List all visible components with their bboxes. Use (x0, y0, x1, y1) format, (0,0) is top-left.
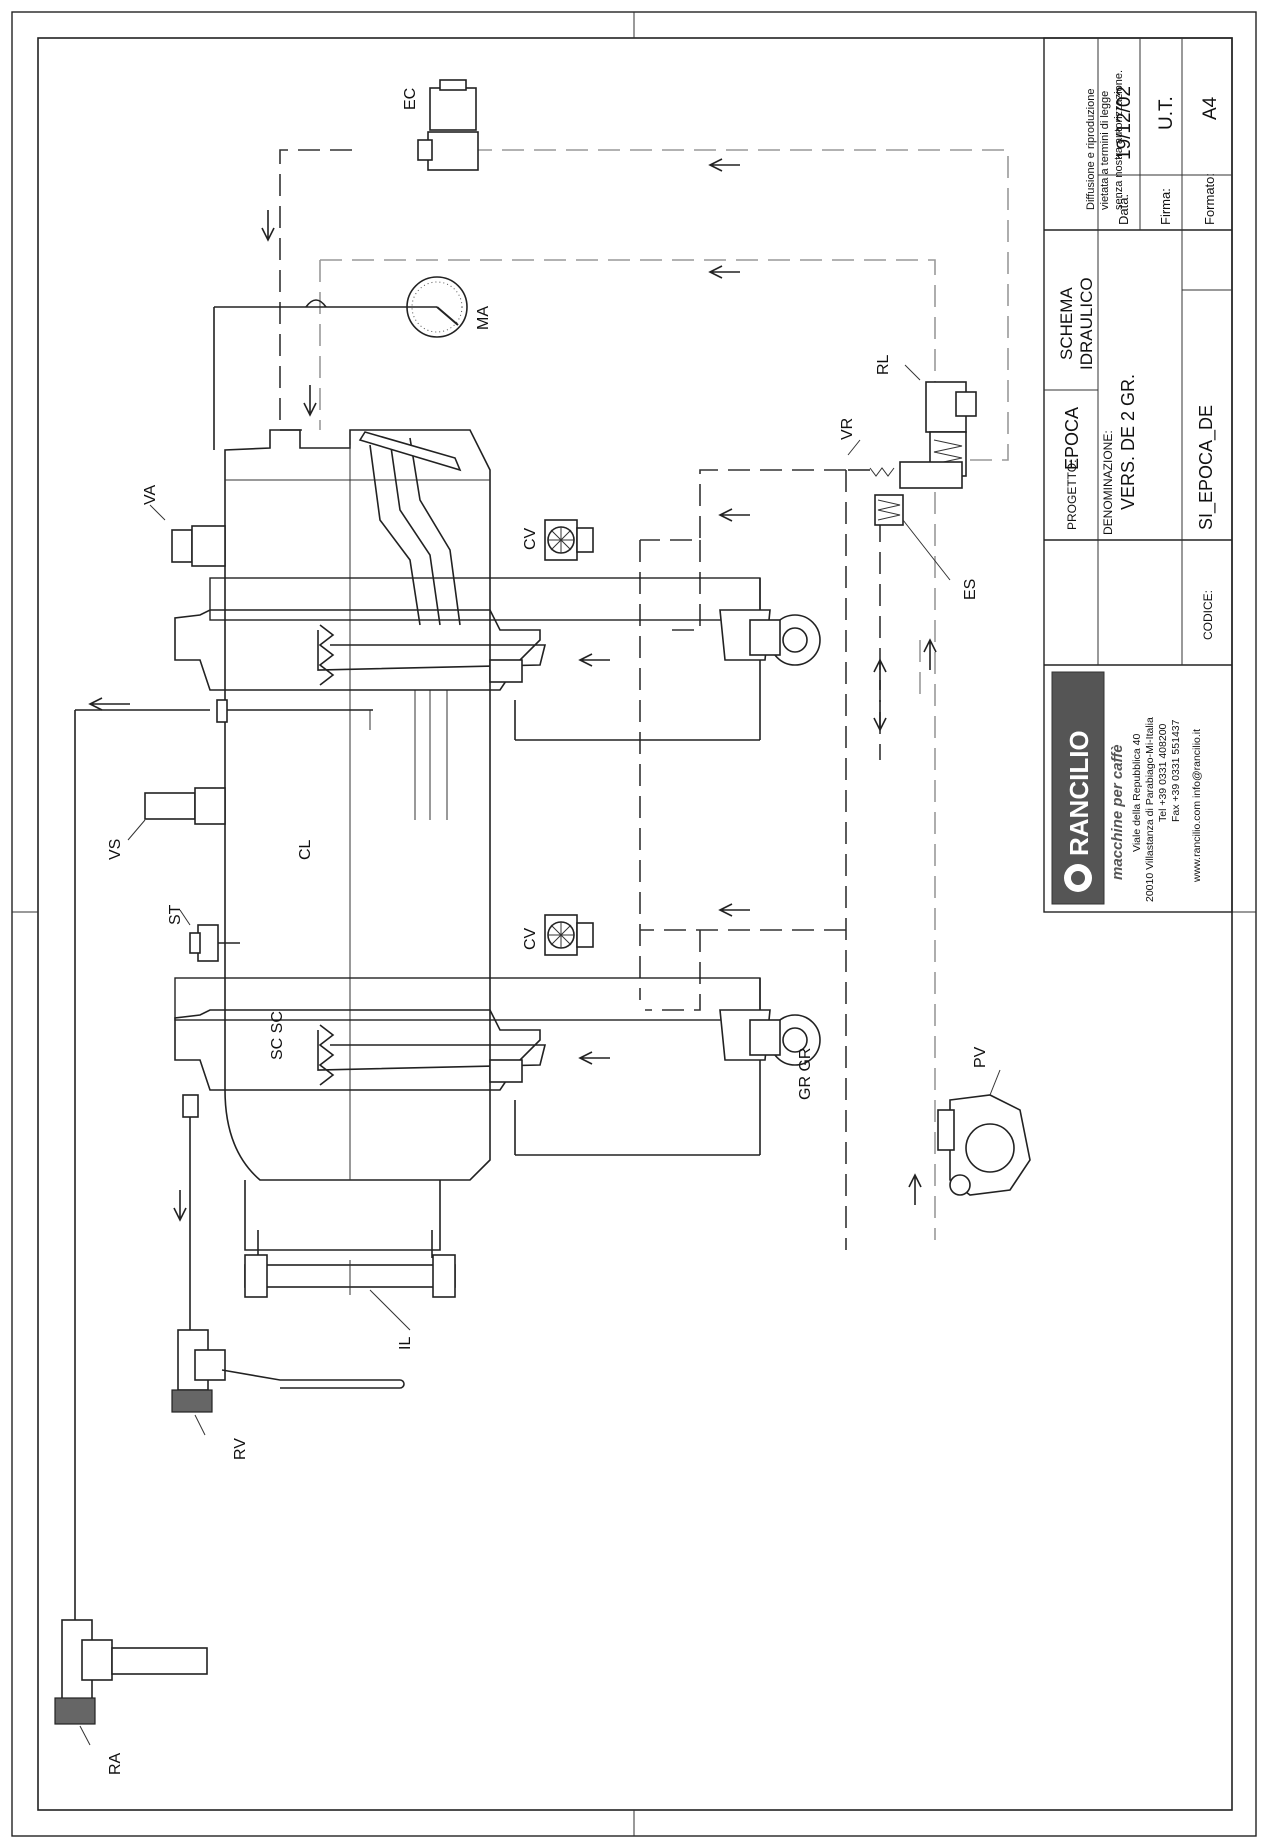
pressure-gauge (213, 276, 468, 450)
format-label: Formato: (1202, 173, 1217, 225)
component-labels: EC MA RL VR ES VA CV CV VS CL ST SC SC G… (107, 88, 989, 1775)
date-value: 19/12/02 (1114, 86, 1135, 160)
electrovalve (417, 79, 479, 171)
code-value: SI_EPOCA_DE (1196, 405, 1217, 530)
flow-arrows (88, 158, 937, 1222)
label-il: IL (397, 1337, 414, 1350)
group-head-1 (174, 577, 761, 741)
water-tap (171, 1094, 405, 1436)
rights-line-3: senza nostra autorizzazione. (1113, 70, 1125, 210)
address-line-5: www.rancilio.com info@rancilio.it (1191, 729, 1203, 883)
address-line-4: Fax +39 0331 551437 (1170, 719, 1182, 822)
level-indicator (244, 1254, 456, 1331)
pump (937, 1069, 1031, 1196)
label-va: VA (142, 485, 159, 505)
address-line-2: 20010 Villastanza di Parabiago-Mi-Italia (1144, 717, 1156, 902)
brew-group-1 (719, 609, 821, 666)
label-cv-1: CV (522, 527, 539, 550)
brand-tagline: macchine per caffè (1109, 744, 1126, 880)
boiler (216, 429, 491, 1258)
supply-piping (279, 149, 881, 1250)
project-value: EPOCA (1062, 407, 1082, 470)
drawing-title-2: IDRAULICO (1077, 277, 1096, 370)
pressure-regulator (904, 364, 977, 477)
date-label: Data: (1116, 194, 1131, 225)
name-value: VERS. DE 2 GR. (1118, 374, 1138, 510)
label-vs: VS (107, 839, 124, 860)
label-pv: PV (972, 1046, 989, 1068)
inner-frame (37, 37, 1233, 1811)
address-line-3: Tel +39 0331 408200 (1157, 723, 1169, 822)
sign-value: U.T. (1156, 96, 1177, 130)
address-line-1: Viale della Repubblica 40 (1131, 734, 1143, 852)
project-label: PROGETTO: (1065, 460, 1079, 530)
label-ra: RA (107, 1752, 124, 1775)
brand-name: RANCILIO (1064, 730, 1094, 856)
brew-group-2 (719, 1009, 821, 1066)
company-address: Viale della Repubblica 40 20010 Villasta… (1131, 717, 1203, 902)
label-es: ES (962, 579, 979, 600)
label-vr: VR (839, 418, 856, 440)
outer-frame (11, 11, 1257, 1837)
expansion-switch (874, 494, 951, 581)
check-valve-1 (544, 519, 594, 561)
expansion-valve (847, 439, 963, 489)
title-block: Diffusione e riproduzione vietata a term… (1043, 37, 1233, 913)
safety-valve (127, 787, 226, 841)
sign-label: Firma: (1158, 188, 1173, 225)
rights-line-1: Diffusione e riproduzione (1085, 89, 1097, 210)
steam-tap (54, 709, 210, 1746)
label-rv: RV (232, 1438, 249, 1460)
label-ma: MA (475, 306, 492, 330)
label-ec: EC (402, 88, 419, 110)
label-sc: SC SC (269, 1011, 286, 1060)
format-value: A4 (1200, 96, 1221, 120)
vacuum-valve (149, 504, 226, 567)
group-head-2 (174, 977, 761, 1156)
rights-line-2: vietata a termini di legge (1099, 91, 1111, 210)
code-label: CODICE: (1201, 590, 1215, 640)
check-valve-2 (544, 914, 594, 956)
level-probe (179, 909, 240, 962)
rancilio-logo: RANCILIO macchine per caffè (1051, 671, 1126, 905)
label-st: ST (167, 904, 184, 925)
drawing-title-1: SCHEMA (1057, 287, 1076, 360)
label-cv-2: CV (522, 927, 539, 950)
name-label: DENOMINAZIONE: (1101, 430, 1115, 535)
label-cl: CL (297, 839, 314, 860)
label-rl: RL (875, 354, 892, 375)
label-gr: GR GR (797, 1048, 814, 1100)
